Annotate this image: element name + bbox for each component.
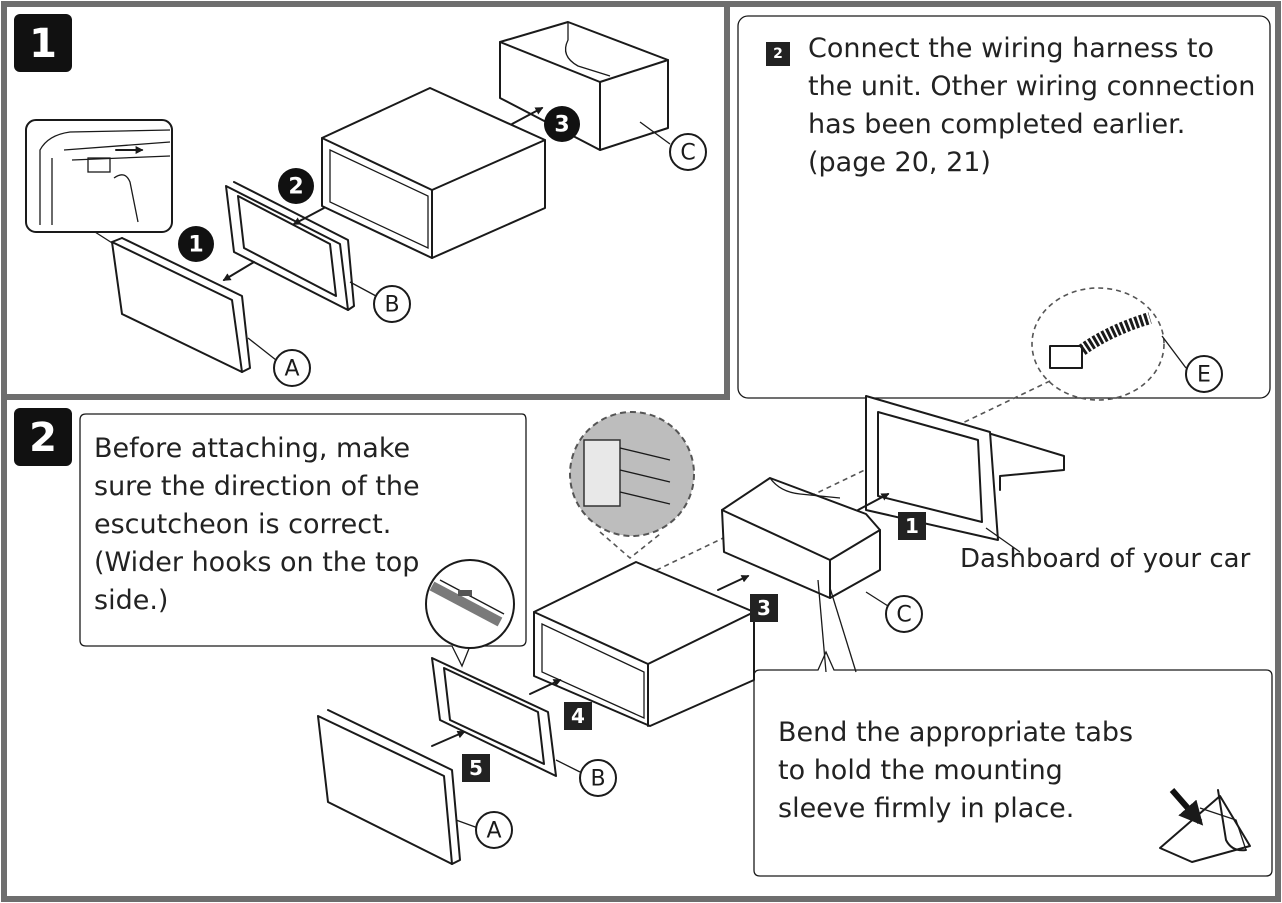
dashboard-label: Dashboard of your car (960, 544, 1251, 574)
release-button-inset (25, 119, 173, 249)
faceplate-a (111, 237, 251, 373)
removal-step-1: 1 (178, 226, 214, 262)
part-label-c: C (680, 141, 695, 166)
part-label-b-install: B (590, 767, 605, 792)
part-label-a-install: A (486, 819, 501, 844)
removal-step-3-number: 3 (554, 113, 569, 138)
install-step-4-number: 4 (571, 704, 585, 728)
arrow-attach-escutcheon (529, 679, 562, 695)
install-step-3: 3 (750, 594, 778, 622)
removal-step-2-number: 2 (288, 175, 303, 200)
install-step-5-number: 5 (469, 756, 483, 780)
escutcheon-b-install (431, 657, 557, 777)
head-unit-install (533, 561, 755, 727)
install-step-4: 4 (564, 702, 592, 730)
panel-2-badge: 2 (14, 408, 72, 466)
step-2-badge: 2 (766, 42, 790, 66)
tabs-callout-text: Bend the appropriate tabs to hold the mo… (778, 717, 1134, 824)
escutcheon-callout-text: Before attaching, make sure the directio… (94, 433, 420, 616)
arrow-insert-unit (717, 575, 750, 591)
tabs-callout-box (753, 650, 1273, 877)
step-2-box (737, 15, 1271, 399)
panel-1-badge: 1 (14, 14, 72, 72)
mounting-sleeve-c-install (721, 477, 881, 599)
removal-step-1-number: 1 (188, 233, 203, 258)
arrow-remove-escutcheon (292, 207, 325, 225)
install-step-1-number: 1 (905, 514, 919, 538)
part-label-b-circle (373, 285, 411, 323)
part-label-c-install: C (896, 603, 911, 628)
panel-1-number: 1 (29, 21, 57, 67)
part-label-a: A (284, 357, 299, 382)
part-label-c-circle (669, 133, 707, 171)
arrow-remove-faceplate (222, 261, 255, 281)
install-step-5: 5 (462, 754, 490, 782)
part-label-b: B (384, 293, 399, 318)
install-step-1: 1 (898, 512, 926, 540)
dashboard (865, 395, 1065, 541)
alignment-line (639, 379, 1053, 579)
escutcheon-callout-box (79, 413, 527, 668)
part-label-a-circle (273, 349, 311, 387)
step-2-badge-number: 2 (773, 46, 783, 62)
bend-tab-illustration (1159, 788, 1251, 863)
removal-step-3: 3 (544, 106, 580, 142)
faceplate-a-install (317, 709, 461, 865)
escutcheon-b (225, 181, 355, 311)
part-label-e: E (1197, 363, 1211, 388)
arrow-remove-sleeve (511, 107, 544, 125)
hook-zoom-bubble (425, 559, 515, 649)
arrow-insert-sleeve (857, 493, 890, 511)
install-step-3-number: 3 (757, 596, 771, 620)
arrow-attach-faceplate (431, 730, 466, 747)
unit-rail-inset (569, 411, 695, 560)
head-unit (321, 87, 546, 259)
mounting-sleeve-c (499, 21, 669, 151)
wiring-harness-e: E (1031, 287, 1223, 401)
panel-2-number: 2 (29, 415, 57, 461)
removal-step-2: 2 (278, 168, 314, 204)
step-2-instruction-text: Connect the wiring harness to the unit. … (808, 33, 1256, 178)
